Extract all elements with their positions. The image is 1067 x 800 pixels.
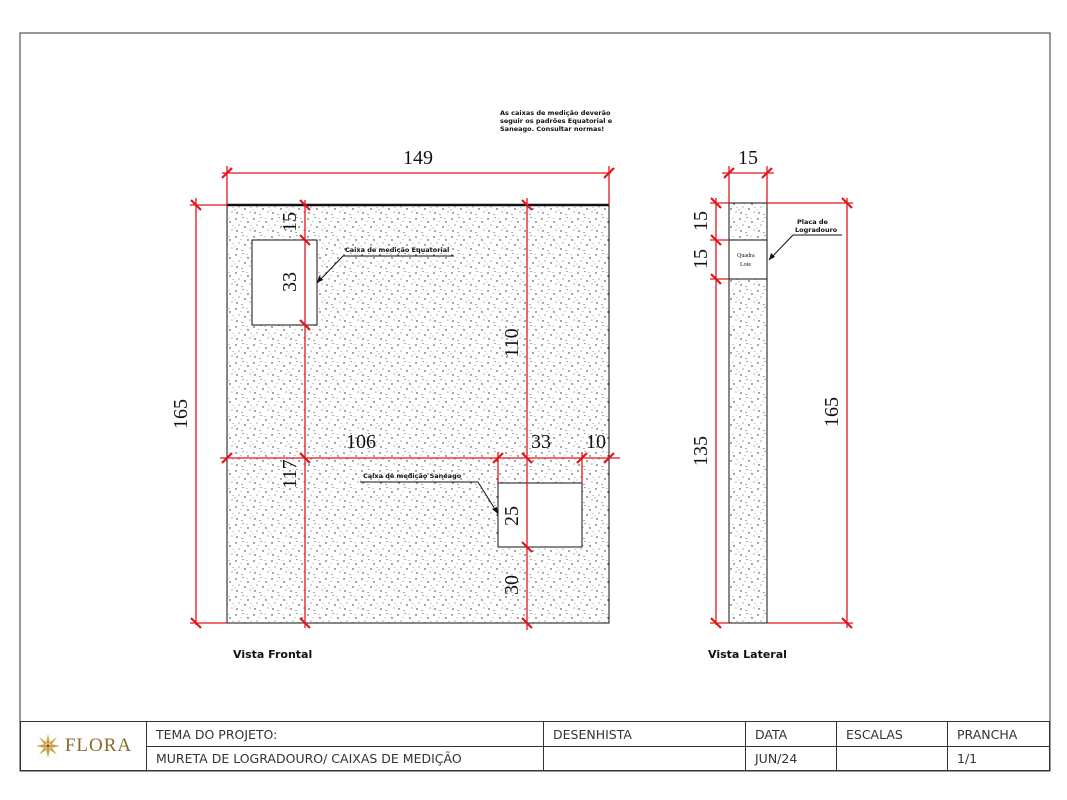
logo-text: FLORA	[64, 735, 133, 756]
scale-value	[838, 747, 947, 770]
dim-165-side: 165	[821, 397, 843, 427]
date-value: JUN/24	[755, 751, 798, 766]
note-line-3: Saneago. Consultar normas!	[500, 125, 604, 133]
label-saneago: Caixa de medição Saneago	[363, 472, 462, 480]
tick-side-l-c	[710, 273, 722, 285]
label-equatorial: Caixa de medição Equatorial	[345, 246, 449, 254]
logo: FLORA	[21, 722, 146, 770]
tick-305-b	[299, 234, 311, 246]
note-line-1: As caixas de medição deverão	[500, 109, 611, 117]
tick-top-right	[603, 167, 615, 179]
flower-star-icon	[35, 734, 60, 758]
leader-saneago-arrow	[492, 507, 498, 514]
plate-label-2: Logradouro	[795, 226, 838, 234]
dim-110: 110	[501, 328, 523, 357]
dim-15-front: 15	[279, 212, 301, 232]
tick-527-a	[521, 199, 533, 211]
leader-plate-arrow	[769, 253, 775, 260]
dim-25: 25	[501, 506, 523, 526]
dim-149: 149	[403, 147, 433, 169]
side-plate	[728, 239, 768, 280]
side-wall-top	[728, 202, 768, 241]
sheet-value: 1/1	[957, 751, 978, 766]
tick-left-top	[190, 199, 202, 211]
tick-left-bottom	[190, 617, 202, 629]
caption-side: Vista Lateral	[708, 648, 787, 661]
tick-527-d	[521, 617, 533, 629]
plate-text-2: Lote	[740, 262, 751, 268]
sheet-border	[19, 32, 1051, 772]
note-line-2: seguir os padrões Equatorial e	[500, 117, 613, 125]
plate-text-1: Quadra	[737, 253, 755, 259]
dim-106: 106	[346, 431, 376, 453]
tick-top-left	[221, 167, 233, 179]
date-label: DATA	[755, 726, 788, 742]
sheet-label: PRANCHA	[957, 726, 1018, 742]
drafter-value	[545, 747, 745, 770]
theme-label: TEMA DO PROJETO:	[156, 726, 278, 742]
dim-135: 135	[690, 436, 712, 466]
tick-458-a	[221, 452, 233, 464]
tick-305-e	[299, 617, 311, 629]
tick-side-r-a	[841, 197, 853, 209]
scale-label: ESCALAS	[846, 726, 903, 742]
plate-label-1: Placa de	[797, 218, 829, 226]
dim-15-side-b: 15	[690, 249, 712, 269]
tick-side-l-b	[710, 234, 722, 246]
tb-row-divider	[146, 746, 1049, 747]
title-block: FLORA TEMA DO PROJETO: MURETA DE LOGRADO…	[20, 721, 1050, 771]
tick-458-c	[576, 452, 588, 464]
tick-458-b	[492, 452, 504, 464]
dim-30: 30	[501, 575, 523, 595]
tick-305-a	[299, 199, 311, 211]
dim-33-box: 33	[279, 272, 301, 292]
tick-305-c	[299, 319, 311, 331]
drafter-label: DESENHISTA	[553, 726, 632, 742]
tick-458-d	[603, 452, 615, 464]
dim-15-side-a: 15	[690, 211, 712, 231]
tick-side-r-b	[841, 617, 853, 629]
theme-value: MURETA DE LOGRADOURO/ CAIXAS DE MEDIÇÃO	[156, 751, 462, 766]
front-view: 149 165 15 33 110 117 106 33 10 25 30 Ca…	[170, 147, 620, 661]
side-view: Quadra Lote 15 15 15 135 165 Placa de	[690, 147, 853, 661]
side-wall-bottom	[728, 278, 768, 624]
dim-15-side-width: 15	[738, 147, 758, 169]
box-saneago	[497, 482, 583, 548]
tick-side-l-a	[710, 197, 722, 209]
leader-equatorial-arrow	[317, 276, 323, 283]
tick-side-w-b	[761, 167, 773, 179]
dim-10: 10	[586, 431, 606, 453]
dim-33-horiz: 33	[531, 431, 551, 453]
dim-165-front: 165	[170, 399, 192, 429]
tick-527-c	[521, 541, 533, 553]
dim-117: 117	[279, 459, 301, 488]
caption-front: Vista Frontal	[233, 648, 312, 661]
tick-side-l-d	[710, 617, 722, 629]
tick-side-w-a	[723, 167, 735, 179]
